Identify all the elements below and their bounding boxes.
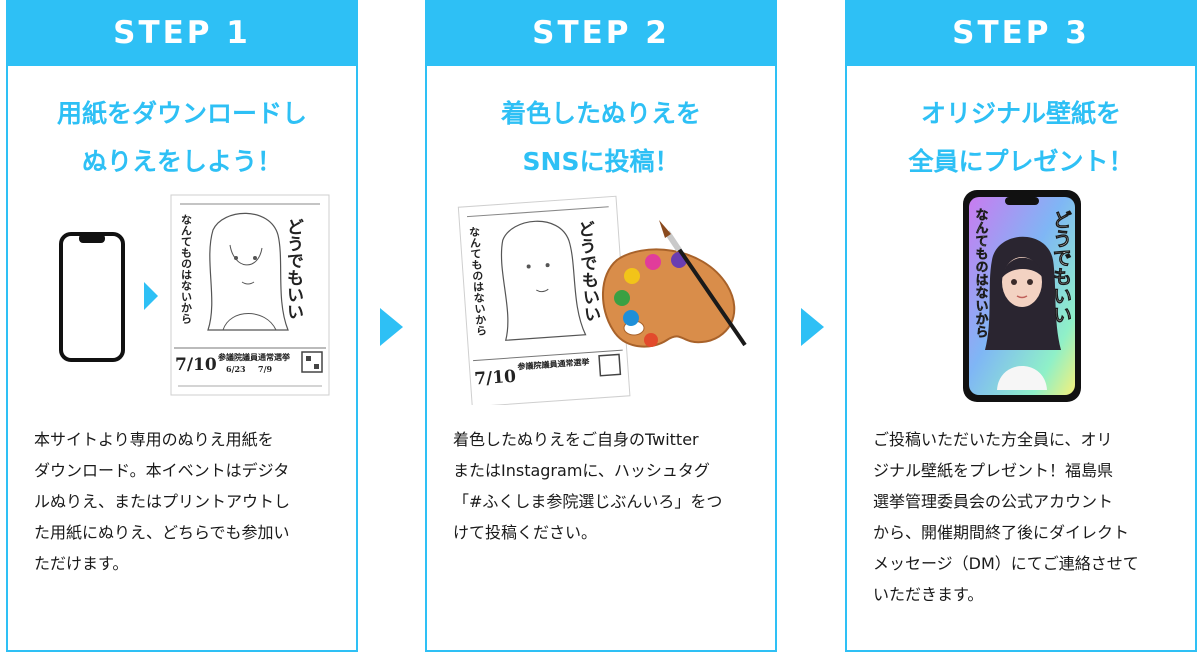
step-3-body-line-3: 選挙管理委員会の公式アカウント	[873, 492, 1114, 511]
poster-election-name: 参議院議員通常選挙	[217, 352, 290, 362]
poster-catch-left: なんてものはないから	[180, 214, 193, 324]
wallpaper-phone-icon: どうでもいい なんてものはないから	[963, 190, 1081, 402]
step-1-title-line-1: 用紙をダウンロードし	[56, 99, 307, 128]
step-3-header: STEP 3	[847, 0, 1195, 66]
step-3-body-line-6: いただきます。	[873, 585, 984, 604]
step-1-header: STEP 1	[8, 0, 356, 66]
qr-code-icon	[301, 351, 323, 373]
step-2-body-line-3: 「#ふくしま参院選じぶんいろ」をつ	[453, 492, 723, 511]
step-3-title-line-2: 全員にプレゼント！	[908, 147, 1134, 176]
step-1-title-line-2: ぬりえをしよう！	[81, 147, 282, 176]
poster-period-2: 7/9	[258, 364, 272, 374]
wallpaper-catch-right: どうでもいい	[1050, 210, 1072, 324]
step-2-card: STEP 2 着色したぬりえを SNSに投稿！ どうでもいい なんてものはないか…	[425, 0, 777, 652]
paint-brush-icon	[659, 220, 747, 347]
step-2-body-line-2: またはInstagramに、ハッシュタグ	[453, 461, 710, 480]
step-2-title-line-2: SNSに投稿！	[522, 147, 680, 176]
coloring-sheet-poster-tilted: どうでもいい なんてものはないから 7/10 参議院議員通常選挙	[457, 195, 631, 408]
step-3-body-line-1: ご投稿いただいた方全員に、オリ	[873, 430, 1113, 449]
step-1-card: STEP 1 用紙をダウンロードし ぬりえをしよう！	[6, 0, 358, 652]
step-1-body: 本サイトより専用のぬりえ用紙を ダウンロード。本イベントはデジタ ルぬりえ、また…	[34, 424, 338, 579]
poster-catch-right: どうでもいい	[283, 218, 304, 320]
poster-election-date: 7/10	[175, 355, 217, 375]
paint-palette-icon	[602, 248, 736, 348]
step-1-body-line-4: た用紙にぬりえ、どちらでも参加い	[34, 523, 290, 542]
poster-period-1: 6/23	[226, 364, 246, 374]
small-arrow-icon	[144, 282, 158, 310]
step-1-body-line-2: ダウンロード。本イベントはデジタ	[34, 461, 290, 480]
smartphone-icon	[59, 232, 125, 362]
next-step-arrow-icon	[801, 308, 824, 346]
step-1-body-line-3: ルぬりえ、またはプリントアウトし	[34, 492, 291, 511]
step-2-title: 着色したぬりえを SNSに投稿！	[427, 90, 775, 186]
step-3-card: STEP 3 オリジナル壁紙を 全員にプレゼント！	[845, 0, 1197, 652]
poster-2-election-date: 7/10	[474, 367, 517, 390]
step-1-illustration: どうでもいい なんてものはないから 7/10 参議院議員通常選挙 6/23 7/…	[8, 190, 356, 405]
step-3-body-line-5: メッセージ（DM）にてご連絡させて	[873, 554, 1139, 573]
step-3-title: オリジナル壁紙を 全員にプレゼント！	[847, 90, 1195, 186]
coloring-sheet-poster: どうでもいい なんてものはないから 7/10 参議院議員通常選挙 6/23 7/…	[170, 194, 330, 396]
step-2-body: 着色したぬりえをご自身のTwitter またはInstagramに、ハッシュタグ…	[453, 424, 757, 548]
step-2-illustration: どうでもいい なんてものはないから 7/10 参議院議員通常選挙	[427, 190, 775, 408]
step-3-body: ご投稿いただいた方全員に、オリ ジナル壁紙をプレゼント！福島県 選挙管理委員会の…	[873, 424, 1177, 610]
step-2-header: STEP 2	[427, 0, 775, 66]
next-step-arrow-icon	[380, 308, 403, 346]
step-2-title-line-1: 着色したぬりえを	[500, 99, 701, 128]
step-1-body-line-1: 本サイトより専用のぬりえ用紙を	[34, 430, 274, 449]
step-3-body-line-4: から、開催期間終了後にダイレクト	[873, 523, 1130, 542]
step-2-body-line-1: 着色したぬりえをご自身のTwitter	[453, 430, 699, 449]
step-1-body-line-5: ただけます。	[34, 554, 129, 573]
step-3-illustration: どうでもいい なんてものはないから	[847, 190, 1195, 405]
wallpaper-catch-left: なんてものはないから	[973, 208, 989, 338]
step-3-title-line-1: オリジナル壁紙を	[920, 99, 1121, 128]
step-2-body-line-4: けて投稿ください。	[453, 523, 598, 542]
step-3-body-line-2: ジナル壁紙をプレゼント！福島県	[873, 461, 1114, 480]
step-1-title: 用紙をダウンロードし ぬりえをしよう！	[8, 90, 356, 186]
